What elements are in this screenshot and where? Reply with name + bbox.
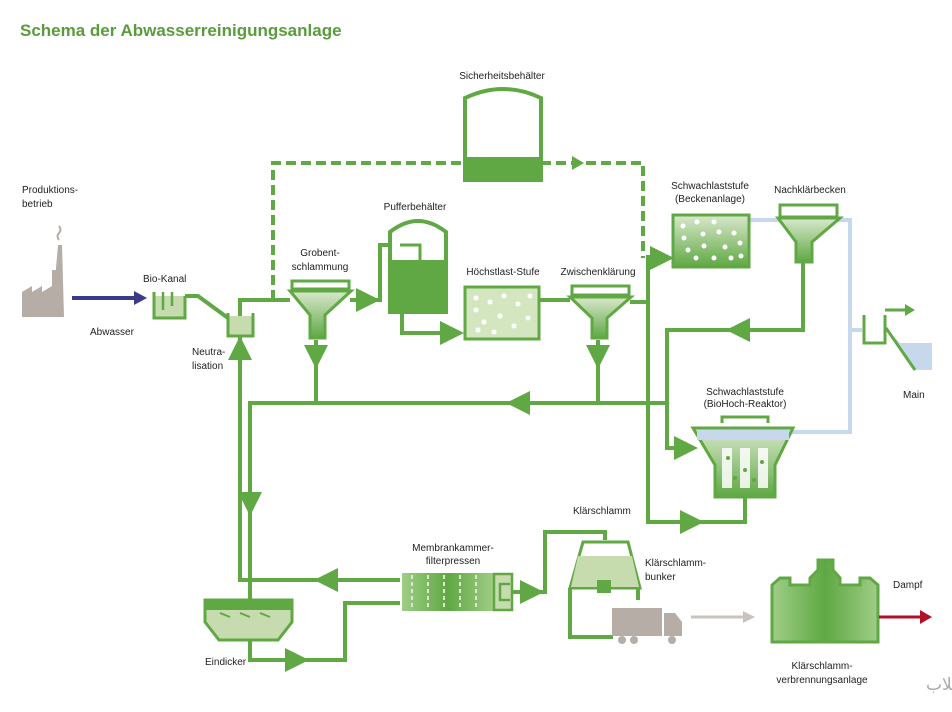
- label-dampf: Dampf: [893, 580, 923, 591]
- bypass-dashed-line: [271, 161, 645, 300]
- filter-press: [402, 572, 514, 612]
- safety-tank: [463, 87, 543, 182]
- label-main: Main: [903, 390, 925, 401]
- biohoch-reaktor: [690, 415, 796, 499]
- label-bio-kanal: Bio-Kanal: [143, 274, 186, 285]
- label-schwach-becken-1: Schwachlaststufe: [671, 181, 749, 192]
- factory-icon: [22, 225, 64, 317]
- arrow-icon: [572, 156, 584, 170]
- label-produktion-2: betrieb: [22, 199, 53, 210]
- label-membran-1: Membrankammer-: [412, 543, 494, 554]
- page-title: Schema der Abwasserreinigungsanlage: [20, 21, 342, 40]
- label-klaerschlamm: Klärschlamm: [573, 506, 631, 517]
- zwischenklaerung-funnel: [566, 284, 635, 340]
- label-produktion-1: Produktions-: [22, 185, 78, 196]
- label-abwasser: Abwasser: [90, 327, 135, 338]
- label-bunker-2: bunker: [645, 572, 676, 583]
- eindicker-tank: [203, 598, 294, 642]
- label-grobent-1: Grobent-: [300, 248, 339, 259]
- label-neutralisation-2: lisation: [192, 361, 223, 372]
- label-grobent-2: schlammung: [292, 262, 349, 273]
- label-hoechstlast: Höchstlast-Stufe: [466, 267, 540, 278]
- arrow-icon: [920, 610, 932, 624]
- bio-kanal-tank: [152, 292, 187, 320]
- label-schwach-reaktor-2: (BioHoch-Reaktor): [704, 399, 787, 410]
- label-puffer: Pufferbehälter: [384, 202, 447, 213]
- label-schwach-becken-2: (Beckenanlage): [675, 194, 745, 205]
- label-neutralisation-1: Neutra-: [192, 347, 225, 358]
- label-zwischen: Zwischenklärung: [560, 267, 635, 278]
- truck-icon: [612, 608, 682, 644]
- label-membran-2: filterpressen: [426, 556, 480, 567]
- hoechstlast-tank: [463, 285, 541, 341]
- pufferbehaelter-tank: [388, 219, 448, 314]
- pipes: [185, 218, 862, 672]
- neutralisation-tank: [226, 313, 255, 338]
- label-bunker-1: Klärschlamm-: [645, 558, 706, 569]
- klaerschlamm-bunker: [568, 540, 642, 593]
- label-schwach-reaktor-1: Schwachlaststufe: [706, 387, 784, 398]
- schwachlast-becken-tank: [671, 213, 751, 269]
- label-verbrennung-2: verbrennungsanlage: [776, 675, 868, 686]
- incineration-plant: [770, 558, 880, 644]
- label-eindicker: Eindicker: [205, 657, 247, 668]
- nachklaerbecken-funnel: [775, 203, 845, 264]
- label-sicherheitsbehaelter: Sicherheitsbehälter: [459, 71, 545, 82]
- river-main-outlet: [862, 304, 932, 371]
- label-verbrennung-1: Klärschlamm-: [791, 661, 852, 672]
- watermark: وبلاگ فرآیند های تصفیه آب و فاضلاب - عکس…: [926, 673, 952, 695]
- arrow-icon: [743, 611, 755, 623]
- label-nachklaer: Nachklärbecken: [774, 185, 846, 196]
- grobentschlammung-funnel: [286, 279, 355, 340]
- arrow-icon: [134, 291, 147, 305]
